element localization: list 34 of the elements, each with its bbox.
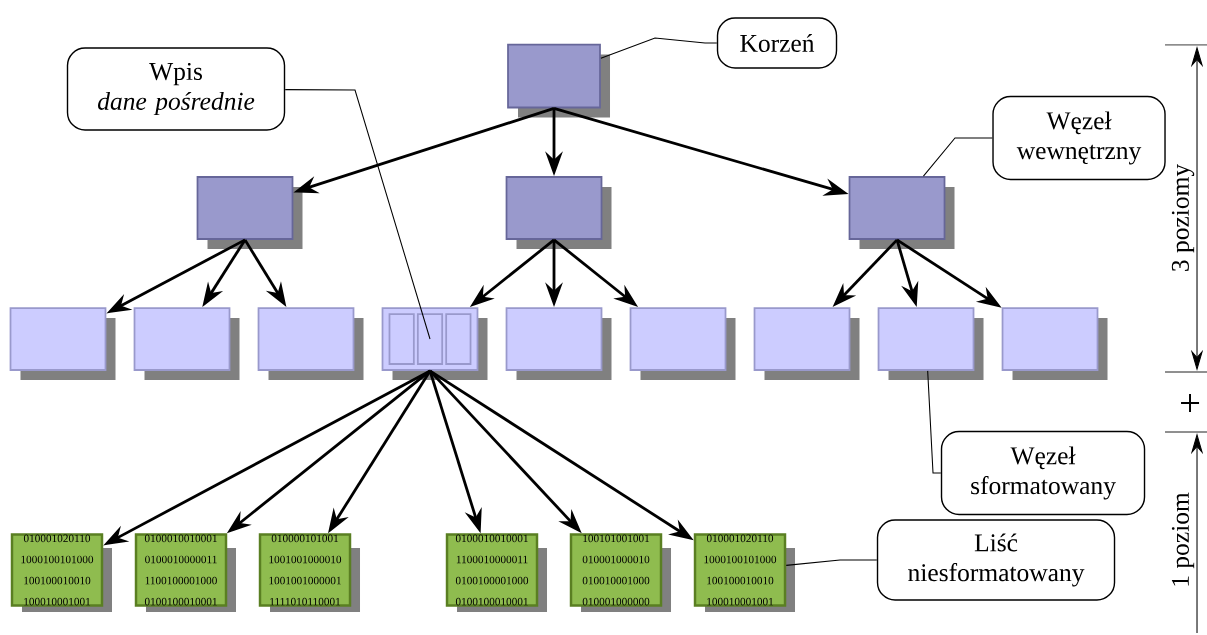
leaf-node-box: 0100010010001 1100010000011 0100100001000 0100100010001: [445, 533, 547, 612]
entry-box: [445, 313, 472, 365]
formatted-node-box: [629, 307, 736, 380]
formatted-node-box: [133, 307, 240, 380]
internal-node-box: [848, 176, 955, 249]
formatted-node-box: [753, 307, 860, 380]
entry-box: [416, 313, 444, 365]
formatted-node-box: [257, 307, 364, 380]
leader-line: [927, 370, 942, 474]
leader-line: [922, 137, 993, 177]
leaf-node-box: 010000101001 1001001000010 1001001000001 1111010110001: [258, 533, 360, 612]
dimension-label: 1 poziom: [1170, 490, 1196, 590]
plus-sign: +: [1177, 392, 1203, 418]
leader-line: [785, 559, 878, 566]
internal-node-box: [505, 176, 612, 249]
callout-box: Węzeł sformatowany: [940, 430, 1146, 516]
callout-box: Węzeł wewnętrzny: [992, 95, 1166, 181]
leader-line: [600, 37, 718, 59]
formatted-node-box: [9, 307, 116, 380]
formatted-node-box: [505, 307, 612, 380]
leader-line: [284, 89, 431, 340]
entry-box: [388, 313, 415, 365]
callout-box: Wpis dane pośrednie: [66, 47, 286, 131]
leaf-node-box: 010001020110 1000100101000 100100010010 100010001001: [10, 533, 112, 612]
formatted-node-box: [1001, 307, 1108, 380]
leaf-node-box: 0100010010001 0100010000011 1100100001000 0100100010001: [134, 533, 236, 612]
leaf-node-box: 100101001001 010001000010 010010001000 010001000000: [569, 533, 671, 612]
internal-node-box: [507, 43, 610, 118]
callout-box: Liść niesformatowany: [876, 519, 1116, 601]
callout-box: Korzeń: [716, 17, 838, 69]
leaf-node-box: 010001020110 1000100101000 100100010010 100010001001: [693, 533, 795, 612]
internal-node-box: [196, 176, 303, 249]
dimension-label: 3 poziomy: [1170, 162, 1196, 274]
formatted-node-box: [877, 307, 984, 380]
